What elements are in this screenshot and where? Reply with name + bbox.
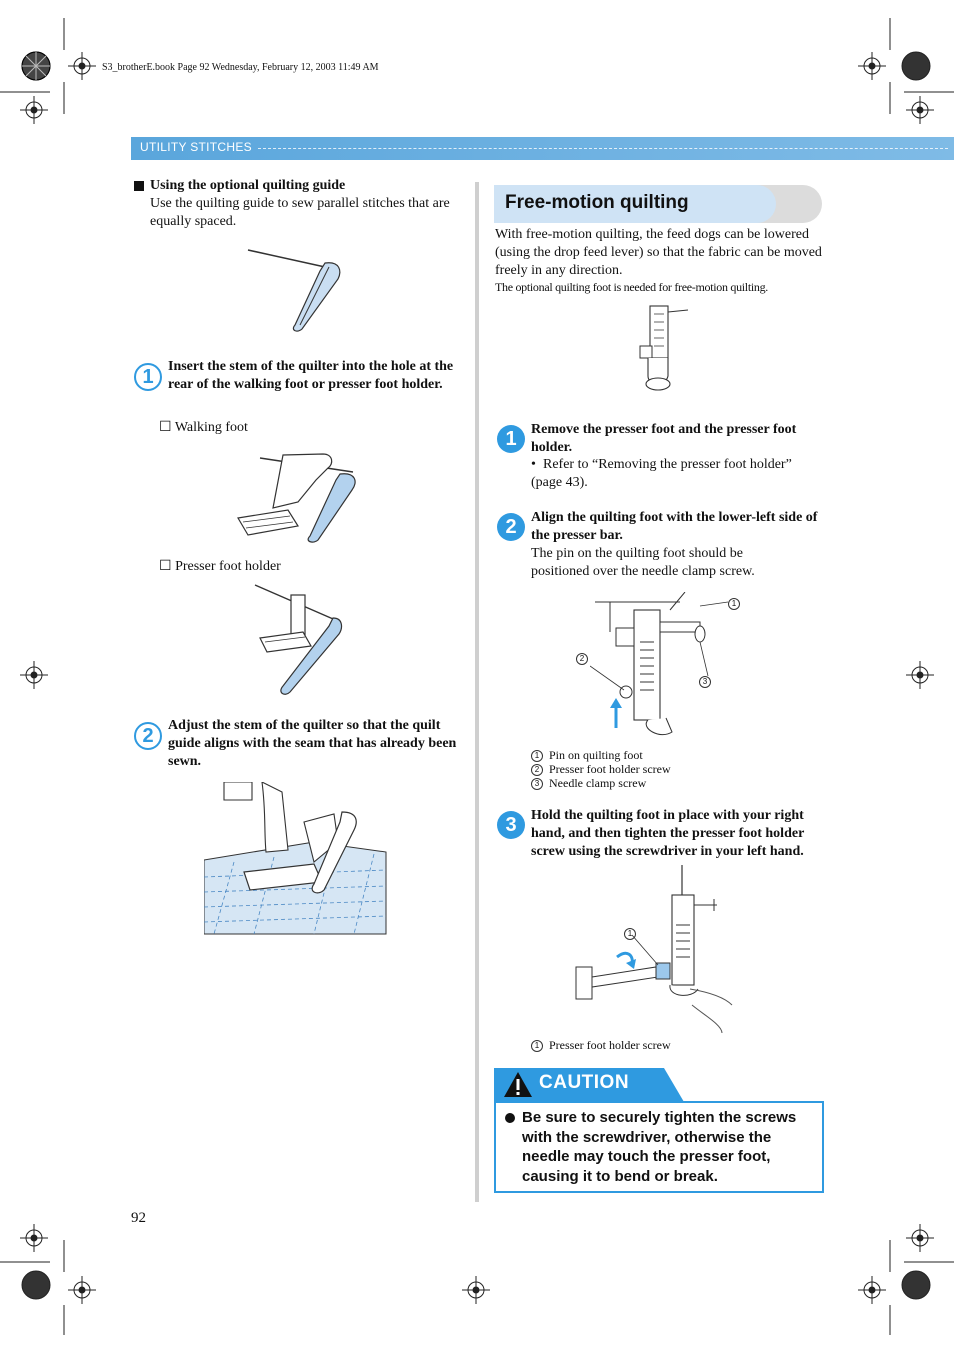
right-step-1-bullet: •Refer to “Removing the presser foot hol… bbox=[531, 456, 823, 492]
right-step-3-text: Hold the quilting foot in place with you… bbox=[531, 808, 805, 859]
file-info: S3_brotherE.book Page 92 Wednesday, Febr… bbox=[102, 62, 379, 73]
fig1-callout-2: 2 bbox=[576, 651, 594, 665]
section-title: Free-motion quilting bbox=[505, 192, 689, 213]
caution-title: CAUTION bbox=[539, 1072, 630, 1093]
column-divider bbox=[475, 182, 479, 1202]
right-step-1-text: Remove the presser foot and the presser … bbox=[531, 422, 797, 455]
guide-description: Use the quilting guide to sew parallel s… bbox=[150, 196, 450, 229]
left-step-2-text: Adjust the stem of the quilter so that t… bbox=[168, 718, 457, 769]
checkbox-icon: ☐ bbox=[159, 420, 172, 435]
left-step-1-text: Insert the stem of the quilter into the … bbox=[168, 359, 454, 392]
left-step-2-number: 2 bbox=[134, 722, 162, 750]
caution-box bbox=[494, 1101, 824, 1193]
option-presser-foot-holder: ☐ Presser foot holder bbox=[159, 558, 281, 576]
right-step-1-number: 1 bbox=[497, 425, 525, 453]
caution-bullet bbox=[505, 1113, 515, 1123]
page-number: 92 bbox=[131, 1210, 146, 1226]
align-foot-illustration bbox=[590, 592, 729, 736]
guide-heading: Using the optional quilting guide bbox=[150, 178, 346, 193]
left-step-1-number: 1 bbox=[134, 363, 162, 391]
presser-foot-holder-illustration bbox=[254, 584, 343, 695]
fig1-callout-3: 3 bbox=[699, 674, 717, 688]
checkbox-icon: ☐ bbox=[159, 559, 172, 574]
right-step-3-number: 3 bbox=[497, 811, 525, 839]
option-walking-foot-label: Walking foot bbox=[174, 420, 248, 435]
quilting-foot-illustration bbox=[639, 305, 689, 391]
caution-text: Be sure to securely tighten the screws w… bbox=[522, 1109, 797, 1185]
walking-foot-illustration bbox=[237, 453, 356, 543]
right-step-2-description: The pin on the quilting foot should be p… bbox=[531, 546, 755, 579]
section-title-band-inner bbox=[494, 185, 776, 223]
header-dashes bbox=[258, 148, 948, 149]
quilting-guide-illustration bbox=[247, 249, 341, 332]
intro-text: With free-motion quilting, the feed dogs… bbox=[495, 227, 822, 278]
bullet-dot: • bbox=[531, 457, 536, 472]
tighten-screw-illustration bbox=[575, 865, 733, 1034]
section-header-title: UTILITY STITCHES bbox=[140, 140, 252, 154]
fig1-callout-1: 1 bbox=[728, 596, 746, 610]
warning-icon bbox=[504, 1072, 532, 1097]
right-step-1-bullet-text: Refer to “Removing the presser foot hold… bbox=[531, 457, 792, 490]
note-text: The optional quilting foot is needed for… bbox=[495, 280, 769, 294]
option-walking-foot: ☐ Walking foot bbox=[159, 419, 248, 437]
fig2-callout-1: 1 bbox=[624, 926, 642, 940]
right-step-2-number: 2 bbox=[497, 513, 525, 541]
quilting-seam-illustration bbox=[204, 782, 387, 935]
right-step-2-text: Align the quilting foot with the lower-l… bbox=[531, 510, 818, 543]
option-presser-foot-holder-label: Presser foot holder bbox=[175, 559, 281, 574]
square-bullet bbox=[134, 181, 144, 191]
